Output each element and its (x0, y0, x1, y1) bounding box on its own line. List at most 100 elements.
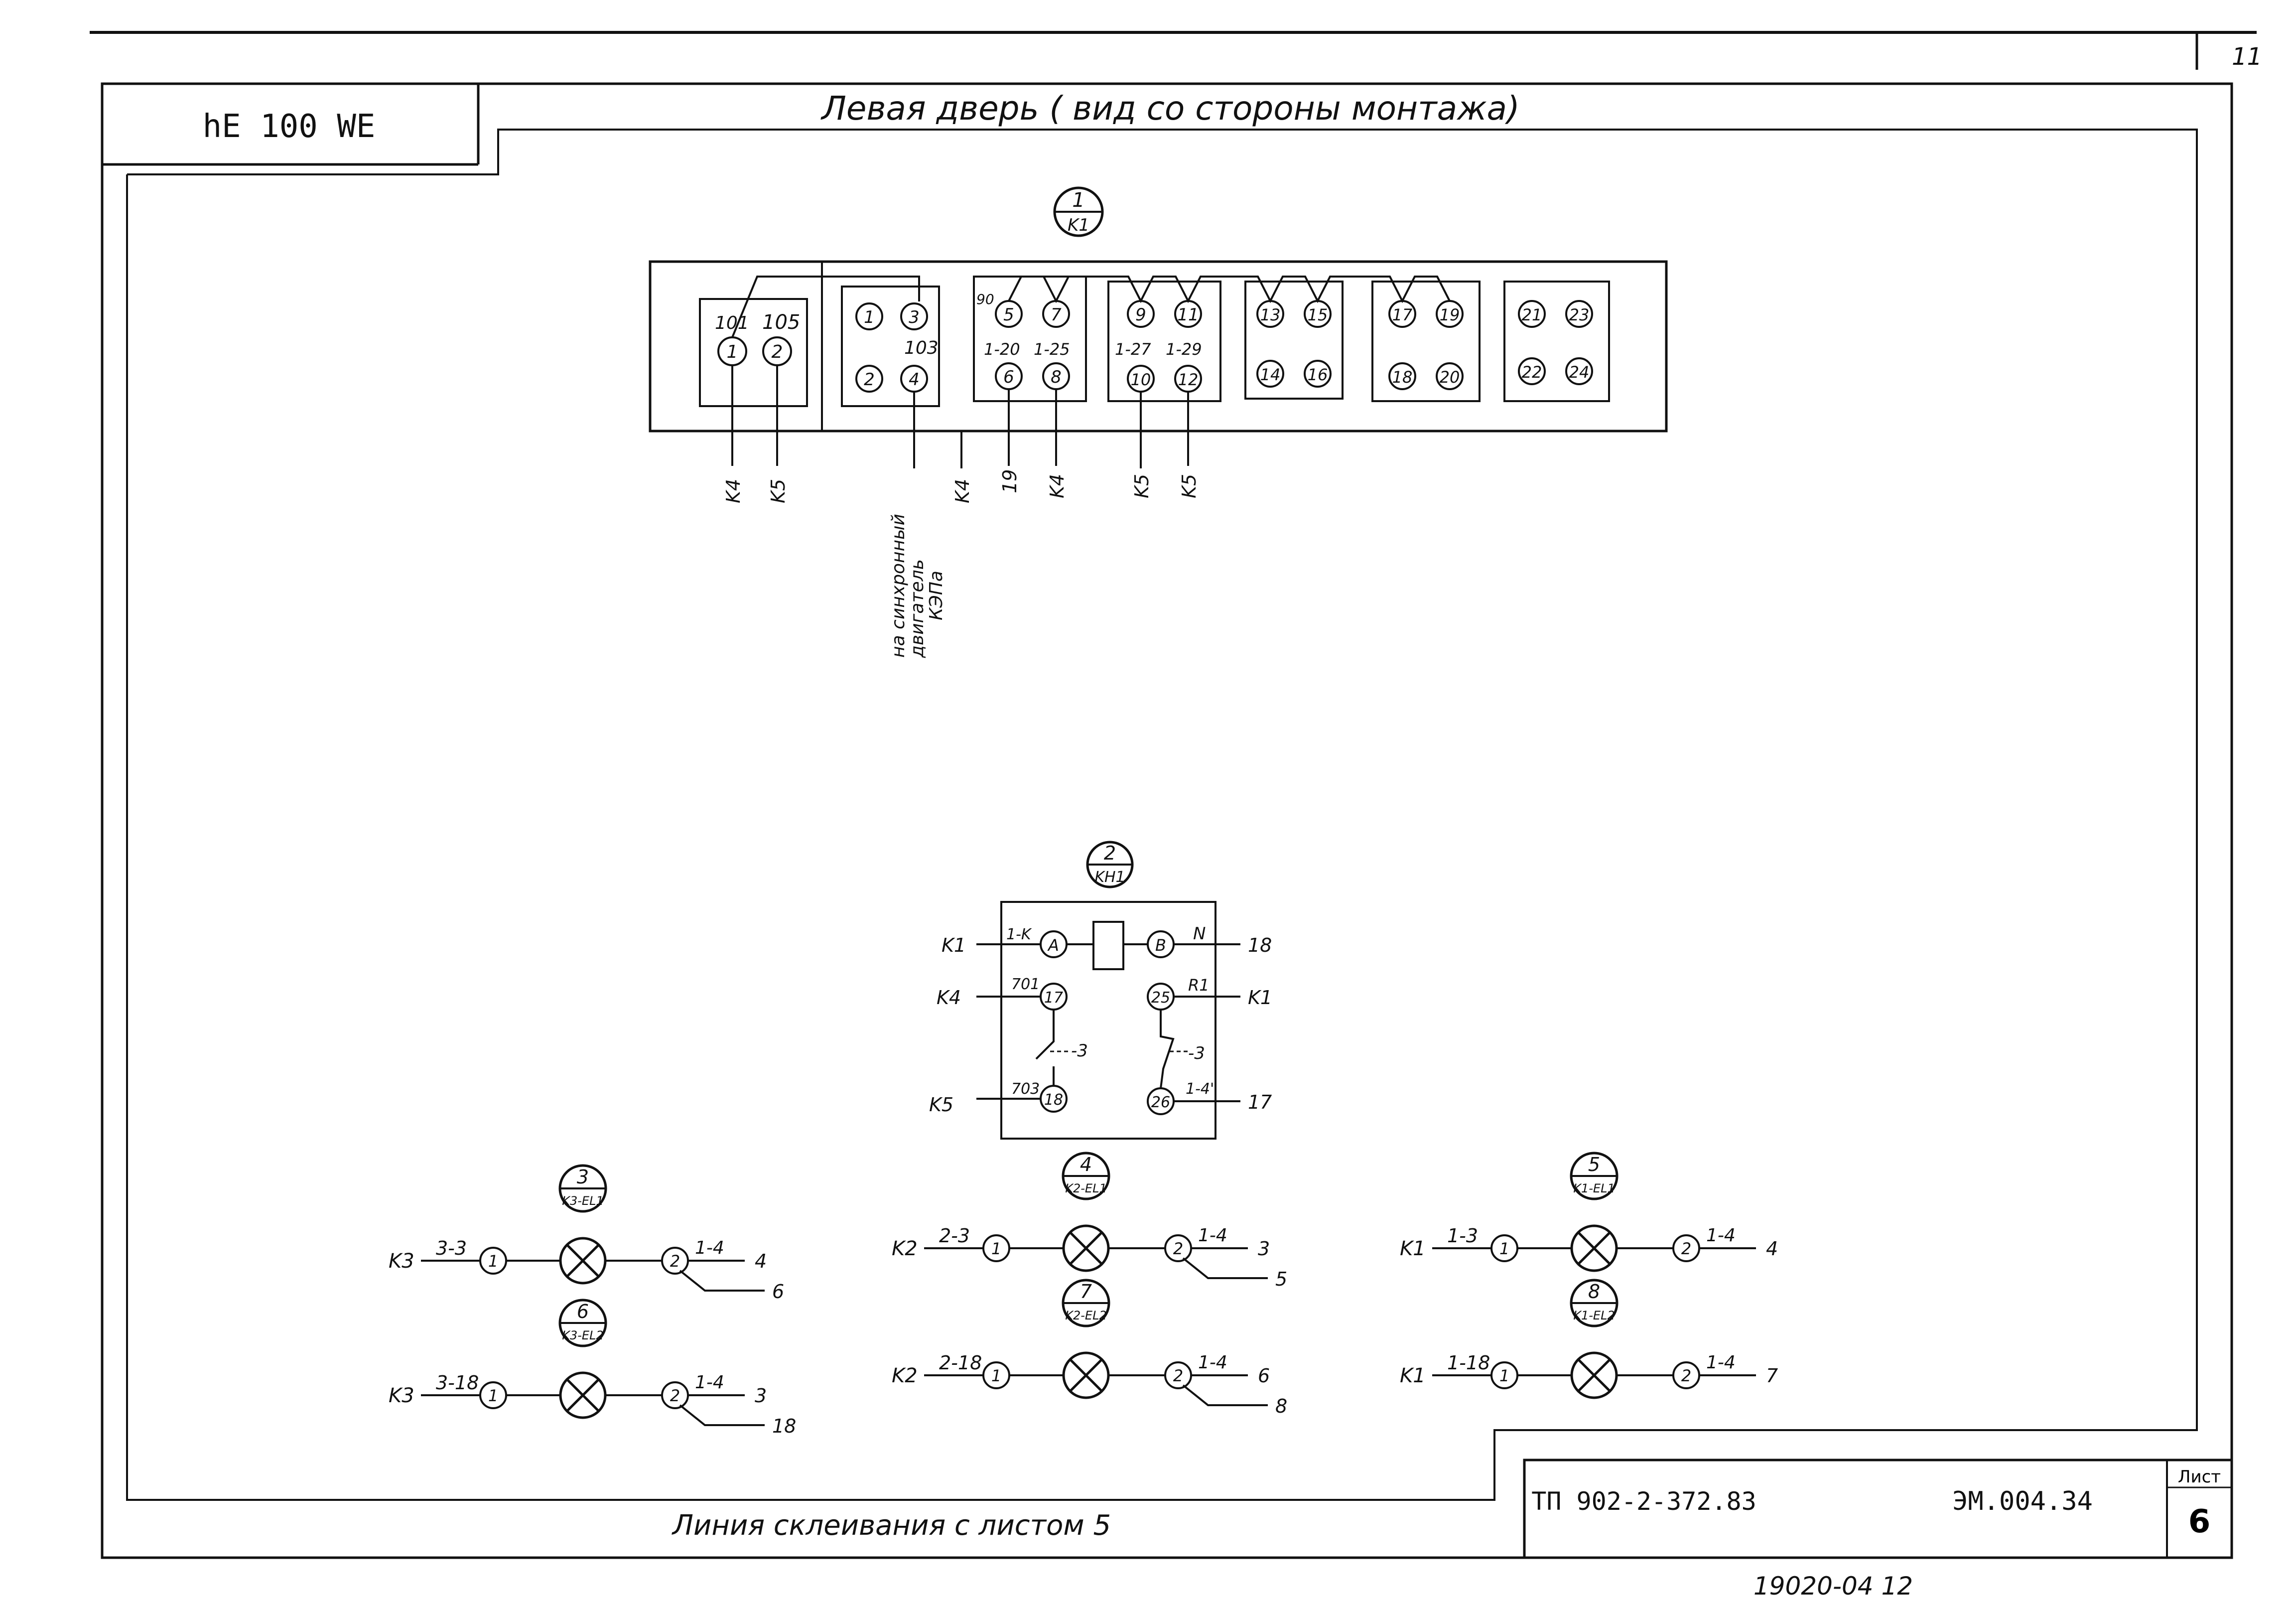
svg-text:9: 9 (1135, 305, 1146, 325)
ref-device: K3-EL2 (562, 1328, 603, 1342)
source-label: K3 (389, 1384, 414, 1407)
terminal: 8 (1042, 362, 1070, 390)
wire-label: 2-18 (939, 1352, 982, 1374)
svg-text:16: 16 (1308, 365, 1328, 384)
corner-number: 11 (2232, 43, 2262, 71)
wire-label: 1-4 (1198, 1225, 1227, 1246)
wire-label: N (1193, 924, 1206, 944)
wire-label: 103 (904, 338, 939, 358)
svg-text:1: 1 (488, 1252, 498, 1271)
terminal: 1 (479, 1247, 507, 1275)
svg-text:B: B (1155, 936, 1166, 955)
terminal: 1 (479, 1381, 507, 1409)
terminal: 2 (1164, 1361, 1192, 1389)
terminal: B (1147, 930, 1175, 958)
svg-text:18: 18 (1392, 368, 1413, 387)
terminal: 2 (661, 1381, 689, 1409)
glue-line-note: Линия склеивания с листом 5 (672, 1509, 1111, 1542)
document-code: ЭМ.004.34 (1952, 1486, 2093, 1516)
terminal: 16 (1304, 360, 1332, 388)
wire-label: 3-18 (436, 1372, 479, 1394)
terminal: 9 (1127, 300, 1155, 328)
svg-text:1: 1 (991, 1239, 1001, 1258)
terminal: 2 (1672, 1234, 1700, 1262)
ref-device: K2-EL1 (1065, 1181, 1106, 1195)
destination-label: 6 (1258, 1365, 1270, 1387)
wire-label: 1-18 (1447, 1352, 1490, 1374)
ref-bubble: 5K1-EL1 (1570, 1152, 1619, 1200)
sheet-label: Лист (2178, 1467, 2221, 1487)
terminal: 1 (982, 1234, 1010, 1262)
svg-text:4: 4 (909, 370, 920, 390)
terminal: 2 (1672, 1361, 1700, 1389)
source-label: K1 (1400, 1237, 1426, 1260)
terminal: 21 (1518, 300, 1546, 328)
destination-label: 7 (1766, 1365, 1778, 1387)
lead-label: K5 (1131, 474, 1153, 498)
terminal: 25 (1147, 983, 1175, 1011)
terminal: 5 (995, 300, 1023, 328)
contact-tag: -3 (1071, 1041, 1088, 1061)
svg-text:18: 18 (1044, 1091, 1063, 1109)
terminal: 15 (1304, 300, 1332, 328)
ref-number: 7 (1080, 1281, 1092, 1303)
svg-text:22: 22 (1522, 363, 1542, 382)
source-label: K3 (389, 1250, 414, 1273)
svg-text:2: 2 (1173, 1239, 1183, 1258)
svg-text:1: 1 (488, 1386, 498, 1405)
synchronous-motor-note: на синхронный двигатель КЭПа (888, 514, 946, 658)
link-label: K1 (1248, 987, 1272, 1009)
svg-text:26: 26 (1151, 1094, 1170, 1111)
contact-tag: -3 (1188, 1043, 1205, 1063)
svg-text:23: 23 (1569, 305, 1590, 324)
lead-label: K4 (1046, 474, 1068, 498)
svg-text:1: 1 (991, 1366, 1001, 1385)
sheet-number: 6 (2188, 1503, 2211, 1540)
ref-device: K2-EL2 (1065, 1309, 1106, 1322)
drawing-frame (90, 31, 2257, 1559)
ref-device: K1 (1068, 215, 1089, 235)
link-label: 18 (1248, 934, 1272, 956)
destination-label: 3 (1258, 1238, 1270, 1260)
terminal: 18 (1388, 362, 1416, 390)
svg-text:2: 2 (772, 342, 783, 362)
destination-label: 3 (755, 1385, 767, 1407)
svg-text:3: 3 (909, 307, 920, 327)
terminal: 23 (1565, 300, 1593, 328)
source-label: K2 (892, 1364, 918, 1387)
jumper-wire (1008, 276, 1451, 303)
terminal: 11 (1174, 300, 1202, 328)
signal-lamp-icon (1062, 1351, 1110, 1399)
ref-number: 4 (1080, 1154, 1092, 1175)
destination-label: 8 (1275, 1395, 1287, 1417)
svg-text:КЭПа: КЭПа (926, 571, 946, 620)
wire-label: R1 (1188, 976, 1210, 995)
wire-label: 1-20 (984, 340, 1020, 359)
wire-label: 1-K (1006, 926, 1032, 943)
link-label: K5 (929, 1094, 953, 1116)
svg-text:1: 1 (1499, 1239, 1509, 1258)
svg-text:15: 15 (1308, 305, 1328, 324)
svg-text:2: 2 (670, 1252, 680, 1271)
signal-lamp-icon (559, 1237, 607, 1285)
wire-label: 1-4 (695, 1372, 724, 1393)
svg-text:A: A (1047, 936, 1059, 955)
terminal: 20 (1436, 362, 1464, 390)
link-label: 17 (1248, 1091, 1272, 1113)
ref-device: K3-EL1 (562, 1194, 603, 1208)
ref-number: 8 (1588, 1281, 1600, 1303)
svg-text:8: 8 (1051, 367, 1062, 387)
wire-label: 1-4 (1706, 1225, 1736, 1246)
svg-text:19: 19 (1440, 305, 1460, 324)
terminal: 17 (1388, 300, 1416, 328)
terminal: 18 (1040, 1085, 1068, 1113)
svg-text:5: 5 (1003, 305, 1014, 325)
source-label: K2 (892, 1237, 918, 1260)
wire-label: 1-29 (1166, 340, 1202, 359)
link-label: K1 (942, 934, 966, 956)
ref-bubble: 7K2-EL2 (1062, 1279, 1110, 1327)
